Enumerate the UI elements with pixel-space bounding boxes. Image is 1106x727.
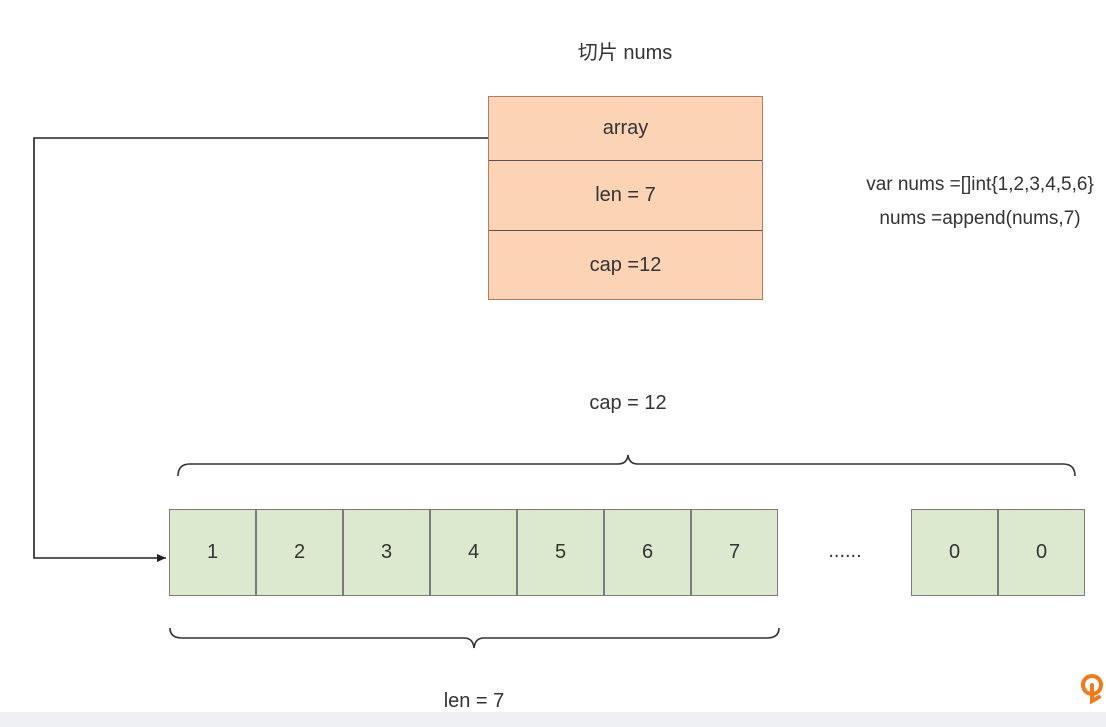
cap-brace xyxy=(177,454,1076,477)
array-cell-6: 7 xyxy=(691,509,778,596)
array-cell-3: 4 xyxy=(430,509,517,596)
slice-field-array: array xyxy=(489,97,762,161)
code-line-2: nums =append(nums,7) xyxy=(879,208,1081,229)
code-snippet: var nums =[]int{1,2,3,4,5,6} nums =appen… xyxy=(780,168,1106,236)
cap-label: cap = 12 xyxy=(589,392,667,414)
brand-logo-icon xyxy=(1081,674,1103,705)
array-cell-0: 1 xyxy=(169,509,256,596)
array-pointer-arrow xyxy=(33,137,488,562)
array-ellipsis: ...... xyxy=(828,540,862,562)
array-cell-10: 0 xyxy=(911,509,998,596)
len-label: len = 7 xyxy=(443,690,505,712)
diagram-title: 切片 nums xyxy=(577,42,673,64)
len-brace xyxy=(169,627,780,649)
array-cell-11: 0 xyxy=(998,509,1085,596)
slice-field-len: len = 7 xyxy=(489,161,762,231)
array-cell-5: 6 xyxy=(604,509,691,596)
array-cell-2: 3 xyxy=(343,509,430,596)
slice-field-cap: cap =12 xyxy=(589,253,662,276)
array-cell-1: 2 xyxy=(256,509,343,596)
slice-header-box: array len = 7 cap =12 xyxy=(488,96,763,300)
array-cell-4: 5 xyxy=(517,509,604,596)
footer-bar xyxy=(0,712,1106,727)
code-line-1: var nums =[]int{1,2,3,4,5,6} xyxy=(866,174,1094,195)
